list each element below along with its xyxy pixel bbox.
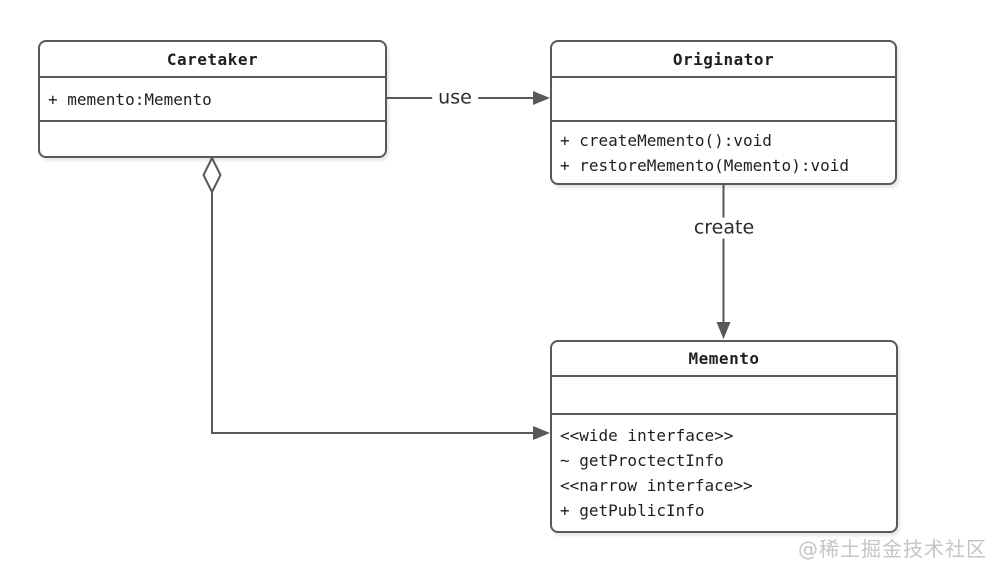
originator-attributes-section bbox=[552, 76, 895, 120]
watermark-text: @稀土掘金技术社区 bbox=[798, 537, 987, 561]
stereotype-line: <<narrow interface>> bbox=[560, 476, 753, 495]
originator-methods-section: + createMemento():void + restoreMemento(… bbox=[552, 120, 895, 183]
edge-label-use: use bbox=[432, 87, 478, 109]
class-box-caretaker: Caretaker + memento:Memento bbox=[38, 40, 387, 158]
aggregation-line bbox=[211, 190, 535, 434]
use-arrowhead-icon bbox=[533, 91, 550, 105]
caretaker-attributes-section: + memento:Memento bbox=[40, 76, 385, 120]
class-title-caretaker: Caretaker bbox=[166, 49, 259, 69]
attribute-line: + memento:Memento bbox=[48, 89, 212, 109]
stereotype-line: <<wide interface>> bbox=[560, 426, 734, 445]
caretaker-methods-section bbox=[40, 120, 385, 156]
class-title-originator: Originator bbox=[672, 49, 775, 69]
aggregation-diamond-icon bbox=[202, 155, 222, 195]
class-box-originator: Originator + createMemento():void + rest… bbox=[550, 40, 897, 185]
memento-methods-section: <<wide interface>> ~ getProctectInfo <<n… bbox=[552, 413, 896, 531]
method-line: ~ getProctectInfo bbox=[560, 451, 724, 470]
method-line: + getPublicInfo bbox=[560, 501, 705, 520]
method-line: + restoreMemento(Memento):void bbox=[560, 155, 849, 175]
memento-attributes-section bbox=[552, 375, 896, 413]
aggregation-arrowhead-icon bbox=[533, 426, 550, 440]
create-arrowhead-icon bbox=[716, 322, 731, 339]
class-title-memento: Memento bbox=[688, 349, 760, 368]
edge-label-create: create bbox=[687, 217, 761, 239]
class-box-memento: Memento <<wide interface>> ~ getProctect… bbox=[550, 340, 898, 533]
method-line: + createMemento():void bbox=[560, 130, 772, 150]
